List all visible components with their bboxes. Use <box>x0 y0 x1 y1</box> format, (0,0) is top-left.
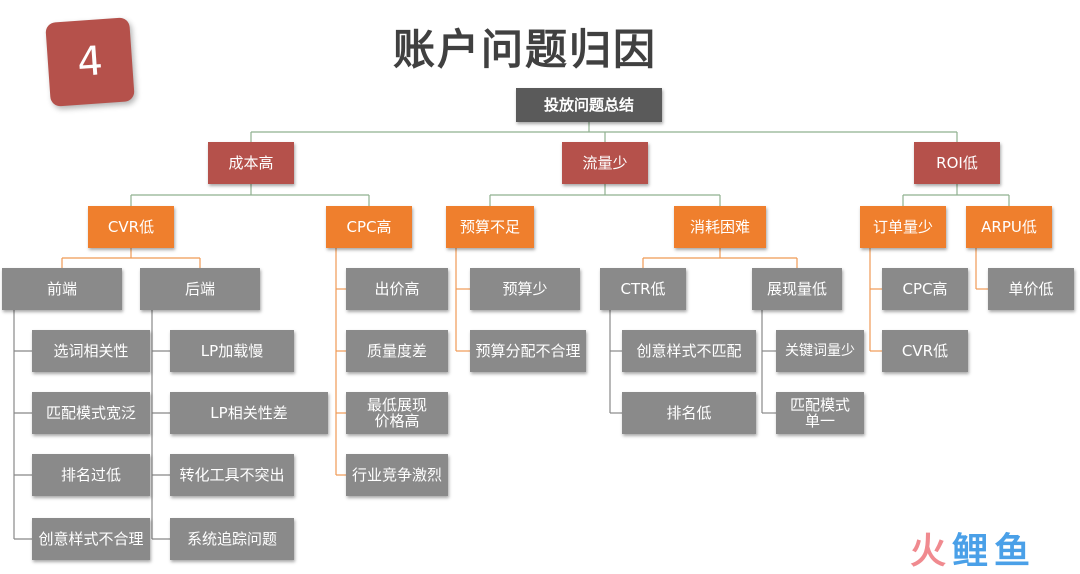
node-tracking-issues-label: 系统追踪问题 <box>186 530 277 548</box>
node-creative-unreasonable: 创意样式不合理 <box>32 518 150 560</box>
node-impressions-low-label: 展现量低 <box>766 280 827 298</box>
node-lp-slow: LP加载慢 <box>170 330 294 372</box>
node-min-display-price-high-label: 最低展现 价格高 <box>366 396 427 430</box>
node-spend-hard: 消耗困难 <box>674 206 766 248</box>
node-backend-label: 后端 <box>184 280 215 298</box>
node-frontend-label: 前端 <box>46 280 77 298</box>
node-budget-allocation-label: 预算分配不合理 <box>475 342 581 360</box>
node-keyword-relevance: 选词相关性 <box>32 330 150 372</box>
node-competition-fierce: 行业竞争激烈 <box>346 454 448 496</box>
node-match-broad: 匹配模式宽泛 <box>32 392 150 434</box>
node-bid-high-label: 出价高 <box>374 280 420 298</box>
node-orders-few: 订单量少 <box>860 206 946 248</box>
node-traffic-low: 流量少 <box>562 142 648 184</box>
node-roi-low: ROI低 <box>914 142 1000 184</box>
node-quality-poor: 质量度差 <box>346 330 448 372</box>
node-orders-few-label: 订单量少 <box>872 218 933 236</box>
node-competition-fierce-label: 行业竞争激烈 <box>351 466 442 484</box>
node-traffic-low-label: 流量少 <box>582 154 628 172</box>
logo-char-2: 鲤 <box>952 531 989 572</box>
node-creative-mismatch-label: 创意样式不匹配 <box>636 342 742 360</box>
node-budget-allocation: 预算分配不合理 <box>470 330 586 372</box>
page-title: 账户问题归因 <box>392 25 657 74</box>
node-creative-mismatch: 创意样式不匹配 <box>622 330 756 372</box>
node-backend: 后端 <box>140 268 260 310</box>
node-budget-short: 预算不足 <box>446 206 534 248</box>
node-rank-low-1: 排名过低 <box>32 454 150 496</box>
node-unit-price-low: 单价低 <box>988 268 1074 310</box>
node-frontend: 前端 <box>2 268 122 310</box>
node-cpc-high: CPC高 <box>326 206 412 248</box>
node-ctr-low-label: CTR低 <box>620 280 666 298</box>
node-conversion-tools-label: 转化工具不突出 <box>179 466 285 484</box>
node-budget-little: 预算少 <box>470 268 580 310</box>
node-match-single-label: 匹配模式 单一 <box>789 396 850 430</box>
node-match-single: 匹配模式 单一 <box>776 392 864 434</box>
node-impressions-low: 展现量低 <box>752 268 842 310</box>
node-bid-high: 出价高 <box>346 268 448 310</box>
node-arpu-low: ARPU低 <box>966 206 1052 248</box>
node-cpc-high-roi: CPC高 <box>882 268 968 310</box>
node-creative-unreasonable-label: 创意样式不合理 <box>38 530 144 548</box>
node-rank-low-2: 排名低 <box>622 392 756 434</box>
logo-char-1: 火 <box>910 531 947 572</box>
node-root: 投放问题总结 <box>516 88 662 122</box>
node-conversion-tools: 转化工具不突出 <box>170 454 294 496</box>
node-lp-relevance-poor-label: LP相关性差 <box>210 404 288 422</box>
node-rank-low-2-label: 排名低 <box>666 404 712 422</box>
node-lp-slow-label: LP加载慢 <box>200 342 264 360</box>
node-cpc-high-roi-label: CPC高 <box>902 280 948 298</box>
node-budget-short-label: 预算不足 <box>459 218 520 236</box>
node-keyword-volume-low-label: 关键词量少 <box>785 343 855 359</box>
badge-number: 4 <box>75 38 105 86</box>
node-min-display-price-high: 最低展现 价格高 <box>346 392 448 434</box>
node-cvr-low-roi: CVR低 <box>882 330 968 372</box>
node-cost-high-label: 成本高 <box>228 154 274 172</box>
node-cost-high: 成本高 <box>208 142 294 184</box>
node-roi-low-label: ROI低 <box>936 154 978 172</box>
section-number-badge: 4 <box>45 17 135 107</box>
brand-logo: 火 鲤 鱼 <box>910 528 1070 572</box>
node-match-broad-label: 匹配模式宽泛 <box>45 404 136 422</box>
node-unit-price-low-label: 单价低 <box>1008 280 1054 298</box>
node-arpu-low-label: ARPU低 <box>981 218 1037 236</box>
node-rank-low-1-label: 排名过低 <box>60 466 121 484</box>
node-root-label: 投放问题总结 <box>543 96 634 114</box>
node-spend-hard-label: 消耗困难 <box>689 218 750 236</box>
node-keyword-volume-low: 关键词量少 <box>776 330 864 372</box>
logo-char-3: 鱼 <box>994 531 1031 572</box>
node-lp-relevance-poor: LP相关性差 <box>170 392 328 434</box>
node-keyword-relevance-label: 选词相关性 <box>53 342 129 360</box>
node-cvr-low-roi-label: CVR低 <box>901 342 949 360</box>
node-cvr-low-label: CVR低 <box>107 218 155 236</box>
node-quality-poor-label: 质量度差 <box>366 342 427 360</box>
node-ctr-low: CTR低 <box>600 268 686 310</box>
node-budget-little-label: 预算少 <box>502 280 548 298</box>
node-tracking-issues: 系统追踪问题 <box>170 518 294 560</box>
node-cvr-low: CVR低 <box>88 206 174 248</box>
node-cpc-high-label: CPC高 <box>346 218 392 236</box>
